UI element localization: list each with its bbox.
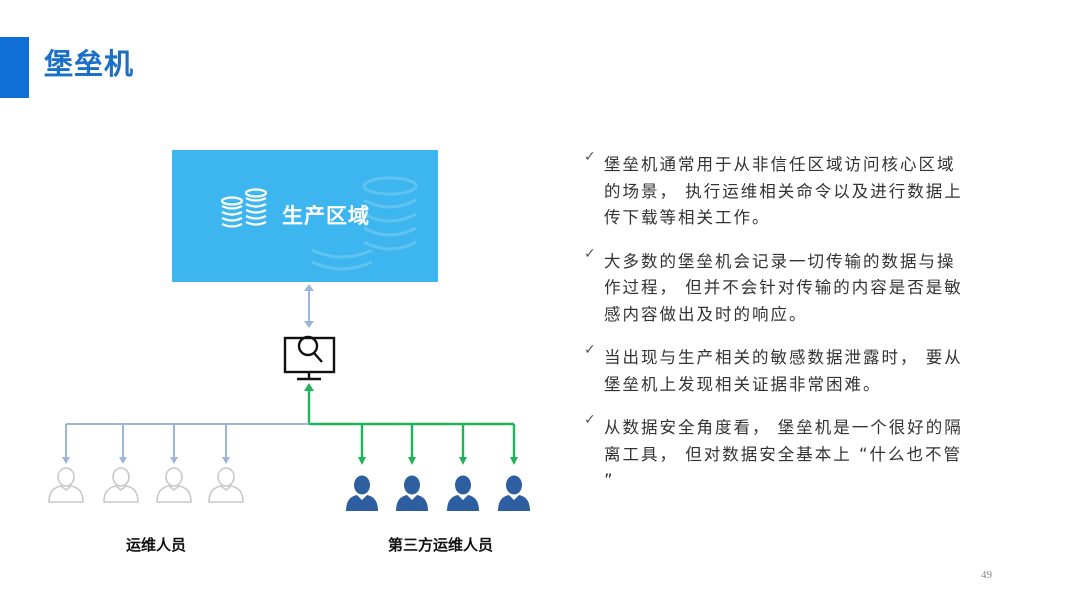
bullet-text: 当出现与生产相关的敏感数据泄露时， 要从堡垒机上发现相关证据非常困难。	[604, 348, 963, 394]
third-party-up-arrow	[304, 383, 314, 424]
bullet-item: ✓ 从数据安全角度看， 堡垒机是一个很好的隔离工具， 但对数据安全基本上 “什么…	[584, 412, 964, 495]
bullet-item: ✓ 堡垒机通常用于从非信任区域访问核心区域的场景， 执行运维相关命令以及进行数据…	[584, 149, 964, 232]
bullet-text: 从数据安全角度看， 堡垒机是一个很好的隔离工具， 但对数据安全基本上 “什么也不…	[604, 418, 963, 490]
zone-gateway-arrow	[304, 284, 314, 328]
title-accent-bar	[0, 37, 29, 98]
person-filled-icon	[447, 475, 479, 511]
bullet-text: 大多数的堡垒机会记录一切传输的数据与操作过程， 但并不会针对传输的内容是否是敏感…	[604, 251, 963, 324]
check-icon: ✓	[584, 412, 596, 428]
person-filled-icon	[346, 475, 378, 511]
third-party-connection-lines	[309, 422, 518, 465]
person-filled-icon	[396, 475, 428, 511]
third-party-staff-label: 第三方运维人员	[388, 536, 494, 554]
third-party-person-icons	[346, 475, 530, 511]
person-outline-icon	[48, 467, 84, 503]
ops-connection-lines	[62, 423, 309, 464]
check-icon: ✓	[584, 245, 596, 262]
production-zone-box	[172, 150, 438, 282]
slide-title: 堡垒机	[44, 47, 135, 81]
check-icon: ✓	[584, 149, 596, 165]
bullet-list: ✓ 堡垒机通常用于从非信任区域访问核心区域的场景， 执行运维相关命令以及进行数据…	[584, 149, 964, 512]
check-icon: ✓	[584, 342, 596, 358]
database-icon	[220, 188, 268, 228]
monitor-search-icon	[283, 335, 336, 381]
person-filled-icon	[498, 475, 530, 511]
zone-watermark-icon	[311, 176, 418, 271]
bullet-item: ✓ 大多数的堡垒机会记录一切传输的数据与操作过程， 但并不会针对传输的内容是否是…	[584, 245, 964, 329]
production-zone-label: 生产区域	[282, 204, 370, 228]
person-outline-icon	[156, 467, 192, 503]
page-number: 49	[981, 569, 992, 581]
person-outline-icon	[208, 467, 244, 503]
bullet-item: ✓ 当出现与生产相关的敏感数据泄露时， 要从堡垒机上发现相关证据非常困难。	[584, 342, 964, 398]
ops-staff-label: 运维人员	[126, 536, 187, 554]
bullet-text: 堡垒机通常用于从非信任区域访问核心区域的场景， 执行运维相关命令以及进行数据上传…	[604, 155, 963, 227]
ops-person-icons	[48, 467, 244, 503]
person-outline-icon	[103, 467, 139, 503]
